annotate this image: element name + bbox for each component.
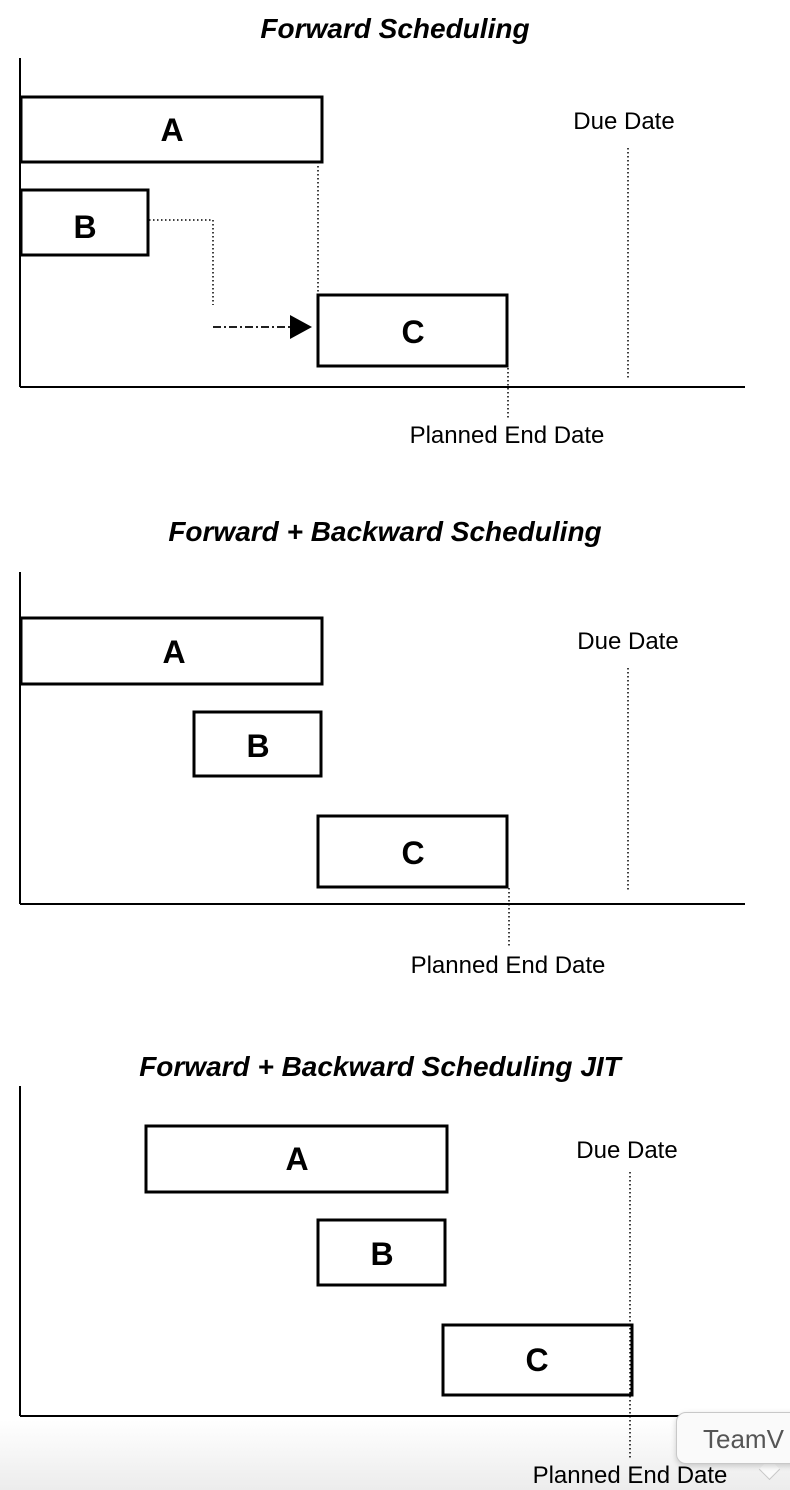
forward-backward-jit-scheduling-diagram: A B C Due Date Planned End Date [19,1086,728,1489]
forward-backward-scheduling-diagram: A B C Due Date Planned End Date [19,572,745,979]
task-bar-a: A [144,1124,449,1194]
task-bar-a-label: A [162,634,185,670]
diagram-title-forward: Forward Scheduling [260,13,530,44]
dependency-arrowhead [290,315,312,339]
b-dependency-connector [149,219,214,305]
task-bar-c: C [316,814,509,889]
task-bar-a: A [19,95,324,164]
task-bar-b: B [192,710,323,778]
teamviewer-tooltip[interactable]: TeamV [676,1412,790,1464]
window-bottom-shade [0,1420,790,1490]
task-bar-a-label: A [160,112,183,148]
task-bar-c-label: C [401,835,424,871]
task-bar-c-label: C [525,1342,548,1378]
task-bar-b-label: B [73,209,96,245]
forward-scheduling-diagram: A B C Due Date Planned End Date [19,58,745,449]
task-bar-c: C [316,293,509,368]
planned-end-date-label: Planned End Date [410,422,605,449]
task-bar-b: B [316,1218,447,1287]
teamviewer-tooltip-text: TeamV [703,1424,784,1454]
planned-end-date-label: Planned End Date [533,1462,728,1489]
diagram-title-forward-backward-jit: Forward + Backward Scheduling JIT [139,1051,621,1082]
task-bar-b: B [19,188,150,257]
due-date-label: Due Date [573,108,674,135]
task-bar-a: A [19,616,324,686]
task-bar-c: C [441,1323,634,1397]
due-date-label: Due Date [576,1137,677,1164]
planned-end-date-label: Planned End Date [411,952,606,979]
due-date-label: Due Date [577,628,678,655]
task-bar-c-label: C [401,314,424,350]
diagram-title-forward-backward: Forward + Backward Scheduling [168,516,602,547]
task-bar-b-label: B [370,1236,393,1272]
task-bar-b-label: B [246,728,269,764]
task-bar-a-label: A [285,1141,308,1177]
